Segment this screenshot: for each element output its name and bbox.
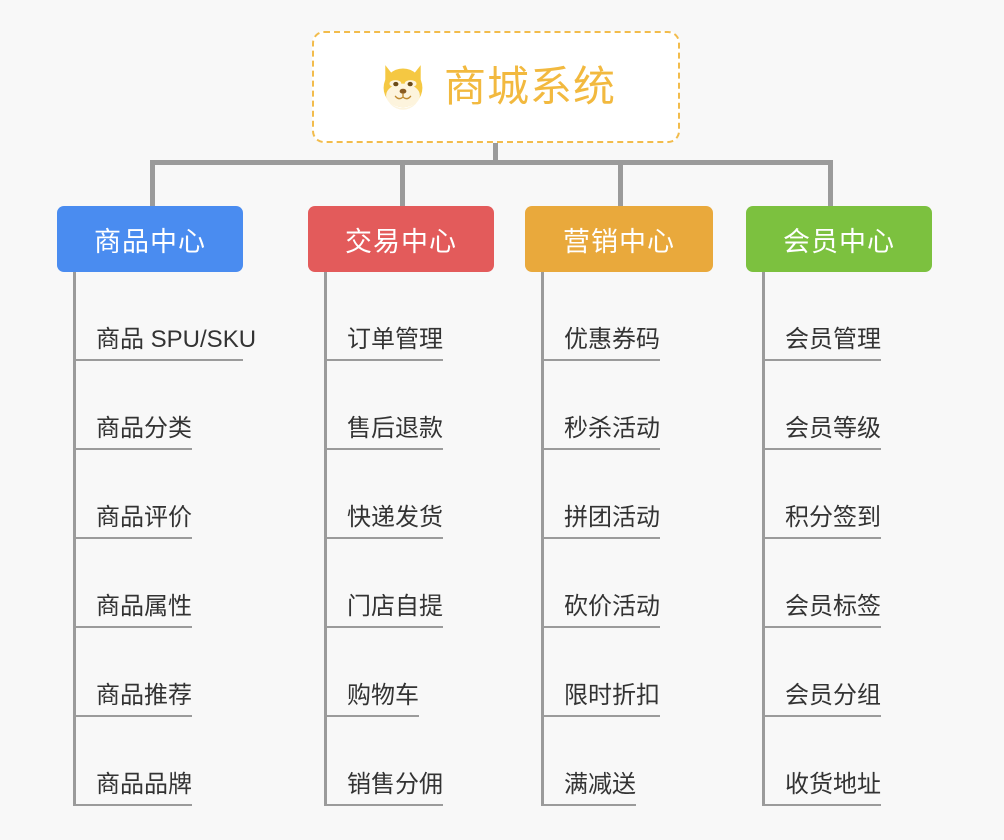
list-item[interactable]: 商品评价 — [73, 450, 243, 539]
category-label: 会员中心 — [783, 226, 895, 257]
leaf-label: 快递发货 — [327, 504, 443, 539]
leaf-list-products: 商品 SPU/SKU 商品分类 商品评价 商品属性 商品推荐 商品品牌 — [73, 272, 256, 806]
list-item[interactable]: 秒杀活动 — [541, 361, 713, 450]
leaf-label: 商品属性 — [76, 593, 192, 628]
leaf-label: 会员标签 — [765, 593, 881, 628]
leaf-label: 售后退款 — [327, 415, 443, 450]
list-item[interactable]: 门店自提 — [324, 539, 494, 628]
leaf-list-trade: 订单管理 售后退款 快递发货 门店自提 购物车 销售分佣 — [324, 272, 494, 806]
leaf-label: 会员分组 — [765, 682, 881, 717]
leaf-label: 商品分类 — [76, 415, 192, 450]
list-item[interactable]: 收货地址 — [762, 717, 932, 806]
root-node[interactable]: 商城系统 — [312, 31, 680, 143]
list-item[interactable]: 拼团活动 — [541, 450, 713, 539]
list-item[interactable]: 商品 SPU/SKU — [73, 272, 256, 361]
list-item[interactable]: 会员标签 — [762, 539, 932, 628]
list-item[interactable]: 商品分类 — [73, 361, 243, 450]
list-item[interactable]: 会员分组 — [762, 628, 932, 717]
connector-drop-products — [150, 160, 155, 206]
list-item[interactable]: 满减送 — [541, 717, 713, 806]
leaf-label: 优惠券码 — [544, 326, 660, 361]
category-label: 商品中心 — [94, 226, 206, 257]
category-label: 营销中心 — [563, 226, 675, 257]
leaf-label: 秒杀活动 — [544, 415, 660, 450]
list-item[interactable]: 优惠券码 — [541, 272, 713, 361]
list-item[interactable]: 快递发货 — [324, 450, 494, 539]
list-item[interactable]: 限时折扣 — [541, 628, 713, 717]
list-item[interactable]: 商品品牌 — [73, 717, 243, 806]
leaf-label: 会员管理 — [765, 326, 881, 361]
list-item[interactable]: 商品推荐 — [73, 628, 243, 717]
connector-root-stem — [493, 143, 498, 163]
leaf-label: 满减送 — [544, 771, 636, 806]
leaf-label: 拼团活动 — [544, 504, 660, 539]
list-item[interactable]: 购物车 — [324, 628, 494, 717]
connector-horizontal-bar — [150, 160, 833, 165]
leaf-label: 积分签到 — [765, 504, 881, 539]
leaf-label: 商品品牌 — [76, 771, 192, 806]
leaf-label: 商品推荐 — [76, 682, 192, 717]
list-item[interactable]: 商品属性 — [73, 539, 243, 628]
leaf-label: 收货地址 — [765, 771, 881, 806]
list-item[interactable]: 订单管理 — [324, 272, 494, 361]
leaf-label: 砍价活动 — [544, 593, 660, 628]
leaf-label: 限时折扣 — [544, 682, 660, 717]
leaf-label: 商品 SPU/SKU — [76, 326, 256, 361]
connector-drop-trade — [400, 160, 405, 206]
category-header-marketing[interactable]: 营销中心 — [525, 206, 713, 272]
shiba-dog-face-icon — [383, 65, 423, 110]
leaf-label: 订单管理 — [327, 326, 443, 361]
leaf-label: 会员等级 — [765, 415, 881, 450]
leaf-list-marketing: 优惠券码 秒杀活动 拼团活动 砍价活动 限时折扣 满减送 — [541, 272, 713, 806]
list-item[interactable]: 销售分佣 — [324, 717, 494, 806]
leaf-label: 销售分佣 — [327, 771, 443, 806]
leaf-list-member: 会员管理 会员等级 积分签到 会员标签 会员分组 收货地址 — [762, 272, 932, 806]
category-column-member: 会员中心 会员管理 会员等级 积分签到 会员标签 会员分组 收货地址 — [746, 206, 932, 806]
category-header-products[interactable]: 商品中心 — [57, 206, 243, 272]
leaf-label: 门店自提 — [327, 593, 443, 628]
connector-drop-marketing — [618, 160, 623, 206]
list-item[interactable]: 售后退款 — [324, 361, 494, 450]
category-header-member[interactable]: 会员中心 — [746, 206, 932, 272]
list-item[interactable]: 砍价活动 — [541, 539, 713, 628]
category-label: 交易中心 — [345, 226, 457, 257]
category-column-trade: 交易中心 订单管理 售后退款 快递发货 门店自提 购物车 销售分佣 — [308, 206, 494, 806]
connector-drop-member — [828, 160, 833, 206]
category-column-products: 商品中心 商品 SPU/SKU 商品分类 商品评价 商品属性 商品推荐 商品品牌 — [57, 206, 256, 806]
list-item[interactable]: 会员管理 — [762, 272, 932, 361]
category-column-marketing: 营销中心 优惠券码 秒杀活动 拼团活动 砍价活动 限时折扣 满减送 — [525, 206, 713, 806]
leaf-label: 商品评价 — [76, 504, 192, 539]
leaf-label: 购物车 — [327, 682, 419, 717]
root-title: 商城系统 — [443, 63, 616, 110]
list-item[interactable]: 积分签到 — [762, 450, 932, 539]
list-item[interactable]: 会员等级 — [762, 361, 932, 450]
category-header-trade[interactable]: 交易中心 — [308, 206, 494, 272]
